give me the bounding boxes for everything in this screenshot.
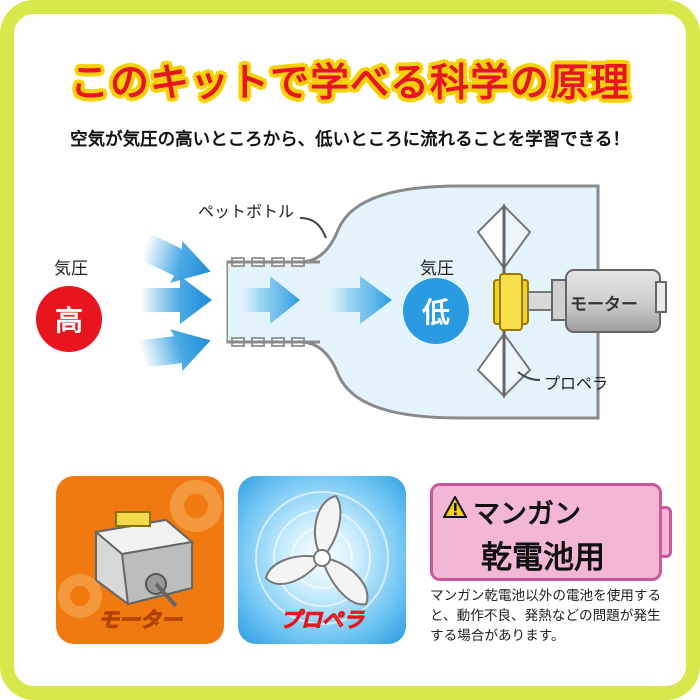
- motor-tile-label: モーター: [98, 608, 183, 633]
- battery-notice: マンガン 乾電池用: [430, 483, 662, 581]
- air-arrows-inside: [232, 276, 392, 324]
- page-title: このキットで学べる科学の原理: [69, 60, 630, 107]
- pressure-high-badge: 高: [36, 286, 102, 352]
- motor-illustration: [58, 480, 222, 618]
- propeller-side-view: [476, 203, 532, 399]
- pressure-label-high-side: 気圧: [54, 259, 88, 279]
- pressure-low-badge: 低: [403, 278, 469, 344]
- bottle-pointer-line: [299, 217, 327, 239]
- propeller-icon: [264, 494, 369, 606]
- propeller-label: プロペラ: [544, 374, 609, 393]
- propeller-tile: プロペラ: [238, 476, 406, 644]
- propeller-pointer-line: [517, 371, 541, 381]
- pressure-label-low-side: 気圧: [420, 259, 454, 279]
- notice-body-text: マンガン乾電池以外の電池を使用すると、動作不良、発熱などの問題が発生する場合があ…: [430, 588, 662, 644]
- notice-heading-line2: 乾電池用: [481, 540, 605, 576]
- pressure-high-text: 高: [54, 304, 83, 337]
- bottle-label: ペットボトル: [198, 202, 295, 221]
- motor-side-view: [551, 269, 667, 333]
- propeller-tile-label: プロペラ: [280, 608, 365, 633]
- warning-icon: [442, 494, 468, 518]
- page-subtitle: 空気が気圧の高いところから、低いところに流れることを学習できる！: [70, 130, 630, 150]
- battery-tab: [660, 506, 672, 558]
- notice-heading-line1: マンガン: [473, 499, 581, 530]
- propeller-illustration: [255, 491, 389, 625]
- air-arrows-outside: [137, 233, 212, 372]
- pressure-low-text: 低: [421, 296, 450, 329]
- motor-label: モーター: [570, 295, 638, 315]
- motor-tile: モーター: [56, 476, 224, 644]
